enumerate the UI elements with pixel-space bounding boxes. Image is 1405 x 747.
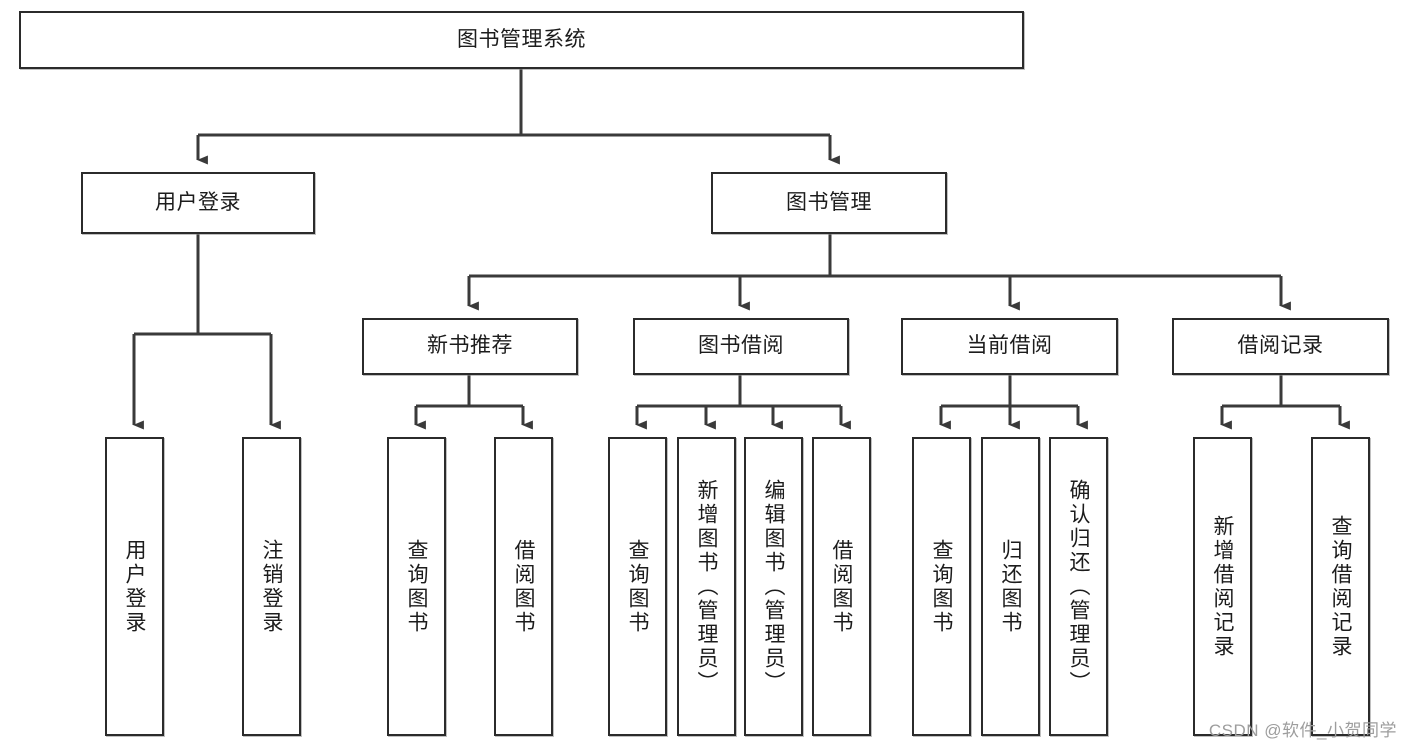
node-label: 查询图书 (930, 538, 953, 635)
watermark-text: CSDN @软件_小贺同学 (1208, 721, 1397, 740)
leaf-borrow-borrow-book[interactable]: 借阅图书 (812, 437, 871, 736)
node-label: 图书管理 (786, 190, 872, 214)
node-book-borrow[interactable]: 图书借阅 (633, 318, 849, 375)
node-user-login[interactable]: 用户登录 (81, 172, 315, 234)
node-label: 新书推荐 (427, 334, 513, 358)
node-label: 归还图书 (999, 538, 1022, 635)
leaf-user-login[interactable]: 用户登录 (105, 437, 164, 736)
node-label: 借阅图书 (830, 538, 853, 635)
node-label: 新增借阅记录 (1211, 514, 1234, 659)
node-label: 查询借阅记录 (1329, 514, 1352, 659)
node-root-system[interactable]: 图书管理系统 (19, 11, 1024, 69)
leaf-borrow-add-book-admin[interactable]: 新增图书（管理员） (677, 437, 736, 736)
leaf-user-logout[interactable]: 注销登录 (242, 437, 301, 736)
leaf-borrow-edit-book-admin[interactable]: 编辑图书（管理员） (744, 437, 803, 736)
node-borrow-record[interactable]: 借阅记录 (1172, 318, 1389, 375)
leaf-record-query-record[interactable]: 查询借阅记录 (1311, 437, 1370, 736)
node-label: 编辑图书（管理员） (762, 478, 785, 695)
node-label: 注销登录 (260, 538, 283, 635)
node-label: 图书借阅 (698, 334, 784, 358)
node-label: 新增图书（管理员） (695, 478, 718, 695)
leaf-newbook-query-book[interactable]: 查询图书 (387, 437, 446, 736)
node-label: 确认归还（管理员） (1067, 478, 1090, 695)
leaf-current-query-book[interactable]: 查询图书 (912, 437, 971, 736)
node-label: 用户登录 (155, 190, 241, 214)
leaf-current-return-book[interactable]: 归还图书 (981, 437, 1040, 736)
node-label: 查询图书 (405, 538, 428, 635)
node-new-book-recommend[interactable]: 新书推荐 (362, 318, 578, 375)
node-label: 查询图书 (626, 538, 649, 635)
node-label: 当前借阅 (966, 334, 1053, 358)
node-label: 用户登录 (123, 538, 146, 635)
node-book-management[interactable]: 图书管理 (711, 172, 947, 234)
leaf-newbook-borrow-book[interactable]: 借阅图书 (494, 437, 553, 736)
leaf-borrow-query-book[interactable]: 查询图书 (608, 437, 667, 736)
node-label: 借阅图书 (512, 538, 535, 635)
leaf-current-confirm-return-admin[interactable]: 确认归还（管理员） (1049, 437, 1108, 736)
leaf-record-add-record[interactable]: 新增借阅记录 (1193, 437, 1252, 736)
node-label: 借阅记录 (1237, 334, 1324, 358)
node-current-borrow[interactable]: 当前借阅 (901, 318, 1118, 375)
node-label: 图书管理系统 (457, 27, 586, 51)
